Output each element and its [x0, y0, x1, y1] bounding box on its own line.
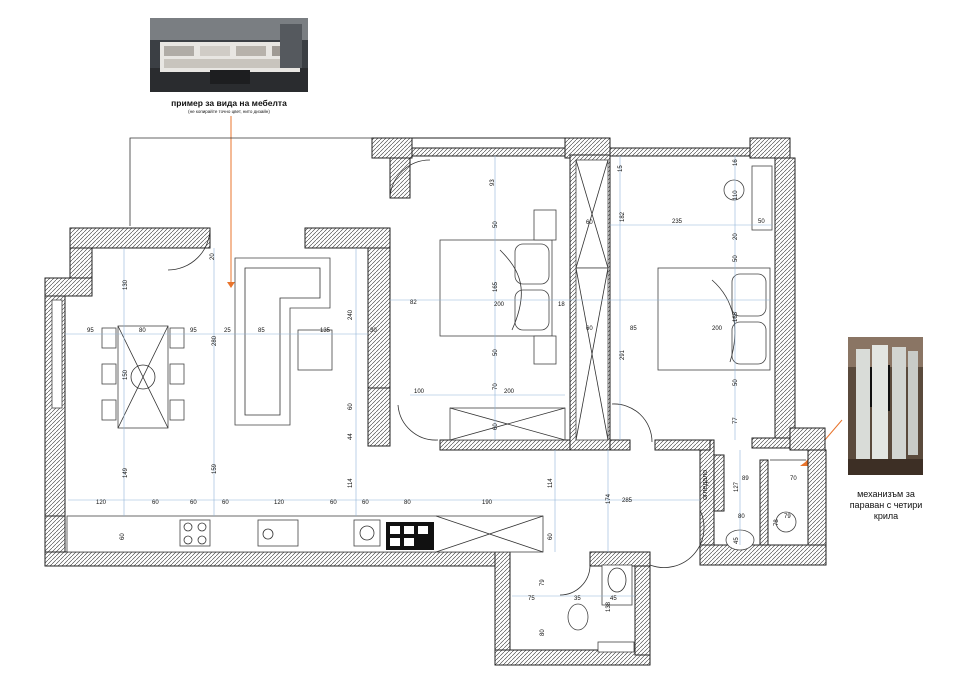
dim-label: 80: [738, 514, 745, 520]
balcony-outline: [129, 137, 389, 226]
dim-label: 50: [733, 379, 739, 386]
dim-label: 16: [733, 159, 739, 166]
furniture-photo-icon: [150, 18, 308, 92]
dim-label: 50: [733, 255, 739, 262]
dim-label: 165: [733, 311, 739, 322]
dim-label: 291: [620, 349, 626, 360]
dim-label: 25: [224, 328, 231, 334]
furniture-note: (не копирайте точно цвет, нито дизайн): [188, 109, 270, 114]
dim-label: 182: [620, 211, 626, 222]
dim-label: 20: [210, 253, 216, 260]
partition-caption-line-2: параван с четири: [849, 500, 923, 510]
dim-label: 35: [574, 596, 581, 602]
dim-label: 80: [139, 328, 146, 334]
dim-label: 30: [370, 328, 377, 334]
dim-label: 70: [493, 383, 499, 390]
dim-label: 45: [734, 537, 740, 544]
bed-bedroom-1: [439, 209, 557, 365]
dim-label: 60: [152, 500, 159, 506]
dim-label: 159: [212, 463, 218, 474]
dimension-lines: [65, 156, 772, 597]
dim-label: 114: [348, 478, 354, 488]
bathroom-1: [567, 564, 635, 653]
dim-label: 150: [123, 369, 129, 380]
shower-partition-photo-icon: [848, 337, 923, 475]
partition-photo: [848, 337, 923, 475]
dim-label: 285: [622, 498, 633, 504]
dim-label: 60: [222, 500, 229, 506]
dim-label: 114: [548, 478, 554, 488]
dim-label: 60: [586, 326, 593, 332]
window-left: [51, 299, 63, 409]
partition-caption-line-1: механизъм за: [857, 489, 915, 499]
dim-label: 127: [734, 481, 740, 492]
dim-label: 79: [784, 514, 791, 520]
dimension-labels: 93 15 16 110 182 235 50 50 20 20 60 18 1…: [87, 159, 797, 636]
dim-label: 60: [348, 403, 354, 410]
partition-caption-line-3: крила: [873, 511, 899, 521]
dim-label: 130: [123, 279, 129, 290]
dim-label: 75: [528, 596, 535, 602]
dim-label: 60: [548, 533, 554, 540]
dim-label: 100: [414, 389, 425, 395]
dim-label: 135: [320, 328, 331, 334]
kitchen-counter: [66, 515, 544, 553]
dim-label: 80: [404, 500, 411, 506]
dim-label: 200: [494, 302, 505, 308]
dim-label: 78: [774, 519, 780, 526]
dim-label: 60: [190, 500, 197, 506]
furniture-caption: пример за вида на мебелта: [171, 98, 287, 108]
dim-label: 60: [330, 500, 337, 506]
dim-label: 50: [493, 221, 499, 228]
dim-label: 44: [348, 433, 354, 440]
dim-label: 89: [742, 476, 749, 482]
dim-label: 110: [733, 190, 739, 200]
dim-label: 235: [672, 219, 683, 225]
furniture-leader-arrow: [227, 282, 235, 288]
dim-label: 95: [190, 328, 197, 334]
door-swings: [167, 159, 705, 596]
furniture-photo: [150, 18, 308, 92]
dim-label: 60: [120, 533, 126, 540]
dim-label: 200: [712, 326, 723, 332]
dim-label: 120: [274, 500, 285, 506]
dim-label: 80: [540, 629, 546, 636]
dim-label: 60: [362, 500, 369, 506]
dim-label: 240: [348, 309, 354, 320]
dim-label: 45: [610, 596, 617, 602]
dim-label: 18: [558, 302, 565, 308]
dim-label: 190: [482, 500, 493, 506]
wardrobe-between-bedrooms: [575, 159, 609, 441]
dim-label: 50: [758, 219, 765, 225]
sofa: [234, 257, 333, 426]
dim-label: 60: [586, 220, 593, 226]
dim-label: 138: [606, 601, 612, 612]
dim-label: 174: [606, 493, 612, 504]
dim-label: 95: [87, 328, 94, 334]
dim-label: 85: [630, 326, 637, 332]
dim-label: 79: [540, 579, 546, 586]
dim-label: 15: [618, 165, 624, 172]
dim-label: 149: [123, 467, 129, 478]
dim-label: 60: [493, 423, 499, 430]
dim-label: 20: [733, 233, 739, 240]
dim-label: 70: [790, 476, 797, 482]
dim-label: 93: [490, 179, 496, 186]
dim-label: 120: [96, 500, 107, 506]
dim-label: 82: [410, 300, 417, 306]
mirror-label: огледало: [702, 470, 709, 500]
dim-label: 200: [504, 389, 515, 395]
dim-label: 280: [212, 335, 218, 346]
dim-label: 85: [258, 328, 265, 334]
dim-label: 77: [733, 417, 739, 424]
dim-label: 50: [493, 349, 499, 356]
dim-label: 165: [493, 281, 499, 292]
dining-table: [101, 325, 185, 429]
bed-bedroom-2: [657, 165, 773, 371]
